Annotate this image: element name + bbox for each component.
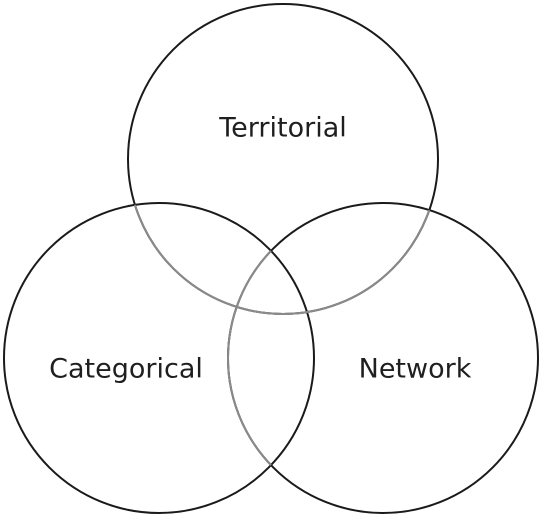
circle-categorical [3, 202, 315, 514]
label-categorical: Categorical [49, 354, 203, 385]
label-territorial: Territorial [218, 113, 347, 144]
overlap-arcs-right [228, 203, 439, 315]
overlap-arcs-left [127, 203, 314, 513]
circle-territorial [127, 3, 439, 315]
label-network: Network [359, 354, 472, 385]
